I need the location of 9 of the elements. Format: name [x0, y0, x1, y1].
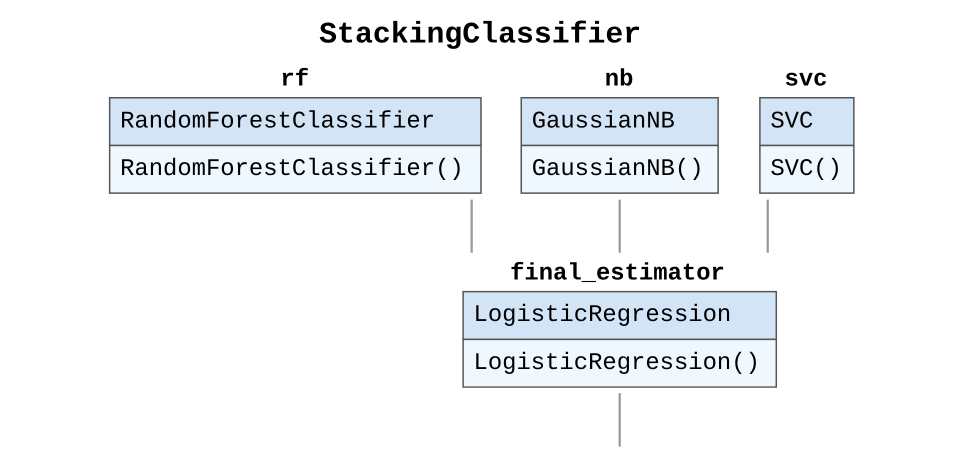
node-label: rf — [280, 66, 310, 94]
connector — [470, 200, 473, 253]
node-label: nb — [604, 66, 634, 94]
node-label: svc — [784, 66, 828, 94]
connector — [618, 200, 621, 253]
connector — [766, 200, 769, 253]
node-label: final_estimator — [510, 260, 725, 288]
connector — [618, 393, 621, 447]
diagram-title: StackingClassifier — [319, 18, 642, 52]
